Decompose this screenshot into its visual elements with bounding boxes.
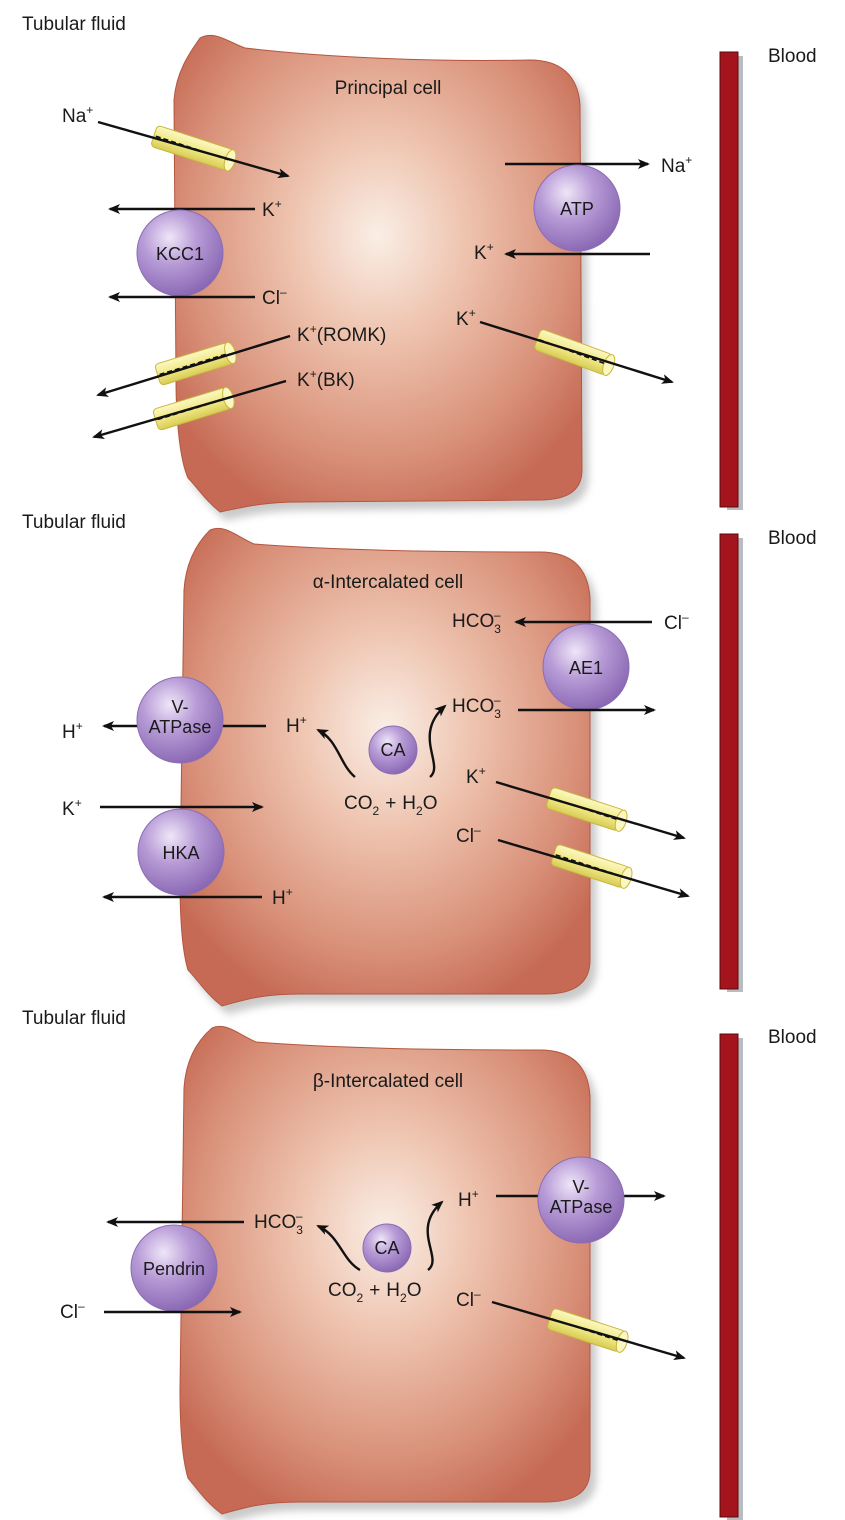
carbonic-anhydrase: CA <box>362 1223 412 1273</box>
ion-k-romk: K+(ROMK) <box>297 322 386 346</box>
svg-text:AE1: AE1 <box>569 658 603 678</box>
svg-text:ATPase: ATPase <box>149 717 212 737</box>
blood-label: Blood <box>768 528 817 549</box>
ion-na: Na+ <box>62 103 93 127</box>
svg-text:V-: V- <box>171 697 188 717</box>
tubular-fluid-label: Tubular fluid <box>22 14 126 35</box>
ion-h-in: H+ <box>286 713 307 737</box>
reaction-co2-h2o: CO2+H2O <box>328 1280 422 1305</box>
ion-k-channel: K+ <box>456 306 476 330</box>
ion-k: K+ <box>262 197 282 221</box>
ion-hco3-out: HCO3– <box>254 1209 303 1237</box>
ion-hco3-basal: HCO3– <box>452 693 501 721</box>
kcc1-transporter: KCC1 <box>136 209 224 297</box>
ion-cl-basal: Cl– <box>456 1287 481 1311</box>
ion-h-hka: H+ <box>272 885 293 909</box>
reaction-co2-h2o: CO2+H2O <box>344 793 438 818</box>
ca-left-arc-arrow <box>316 728 356 778</box>
svg-text:ATP: ATP <box>560 199 594 219</box>
cell-title: Principal cell <box>335 78 442 99</box>
ion-k-pump: K+ <box>474 240 494 264</box>
blood-vessel <box>719 51 743 510</box>
v-atpase-pump: V- ATPase <box>136 676 224 764</box>
v-atpase-pump: V- ATPase <box>537 1156 625 1244</box>
atp-pump: ATP <box>533 164 621 252</box>
blood-label: Blood <box>768 46 817 67</box>
cl-basal-efflux-arrow <box>497 838 690 898</box>
svg-text:KCC1: KCC1 <box>156 244 204 264</box>
svg-text:CA: CA <box>380 740 405 760</box>
tubular-fluid-label: Tubular fluid <box>22 512 126 533</box>
svg-text:CA: CA <box>374 1238 399 1258</box>
pendrin-exchanger: Pendrin <box>130 1224 218 1312</box>
svg-text:HKA: HKA <box>162 843 199 863</box>
ion-k-bk: K+(BK) <box>297 367 355 391</box>
ca-right-arc-arrow <box>426 1200 444 1271</box>
ion-h-out: H+ <box>62 719 83 743</box>
ca-right-arc-arrow <box>428 704 447 778</box>
ion-cl-ae1: Cl– <box>664 610 689 634</box>
svg-text:Pendrin: Pendrin <box>143 1259 205 1279</box>
na-influx-arrow <box>97 120 290 179</box>
cl-basal-efflux-arrow <box>491 1300 686 1360</box>
ion-k-in: K+ <box>62 796 82 820</box>
tubular-fluid-label: Tubular fluid <box>22 1008 126 1029</box>
panel-alpha-intercalated-cell: Tubular fluid Blood α-Intercalated cell … <box>22 512 817 1007</box>
blood-vessel <box>719 533 743 992</box>
ion-cl-basal: Cl– <box>456 823 481 847</box>
cell-title: β-Intercalated cell <box>313 1071 463 1092</box>
ion-h-basal: H+ <box>458 1187 479 1211</box>
ion-cl: Cl– <box>262 285 287 309</box>
panel-beta-intercalated-cell: Tubular fluid Blood β-Intercalated cell … <box>22 1008 817 1520</box>
k-basal-efflux-arrow <box>495 780 686 840</box>
hka-pump: HKA <box>137 808 225 896</box>
principal-cell-body <box>173 34 583 513</box>
panel-principal-cell: Tubular fluid Blood Principal cell Na+ K… <box>22 14 817 513</box>
k-basal-efflux-arrow <box>479 320 674 384</box>
ae1-exchanger: AE1 <box>542 623 630 711</box>
ca-left-arc-arrow <box>316 1224 361 1272</box>
ion-cl-in: Cl– <box>60 1299 85 1323</box>
ion-na-basal: Na+ <box>661 153 692 177</box>
ion-k-basal: K+ <box>466 764 486 788</box>
svg-text:V-: V- <box>572 1177 589 1197</box>
cell-title: α-Intercalated cell <box>313 572 463 593</box>
k-bk-efflux-arrow <box>92 379 287 439</box>
romk-channel <box>154 341 237 386</box>
blood-label: Blood <box>768 1027 817 1048</box>
svg-text:ATPase: ATPase <box>550 1197 613 1217</box>
blood-vessel <box>719 1033 743 1520</box>
ion-hco3-ae1: HCO3– <box>452 608 501 636</box>
k-romk-efflux-arrow <box>96 334 291 397</box>
carbonic-anhydrase: CA <box>368 725 418 775</box>
